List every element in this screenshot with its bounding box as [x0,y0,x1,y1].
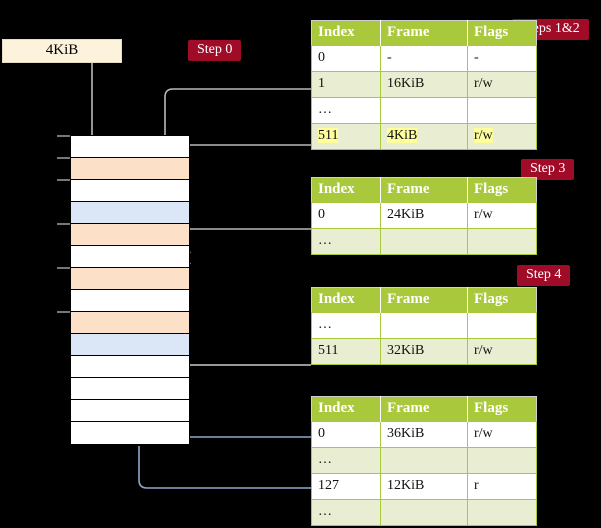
table-row[interactable]: … [311,228,537,255]
table-cell: 0 [311,202,381,229]
badge-step-4-label: Step 4 [526,267,562,282]
table-header-flags: Flags [467,20,537,46]
memory-frame-tick [57,311,70,313]
memory-frame-row [71,334,189,356]
virtual-page-label: 4KiB [45,42,79,58]
table-cell: 24KiB [380,202,468,229]
table-header-index: Index [311,396,381,422]
table-row[interactable]: … [311,97,537,124]
memory-frame-row [71,290,189,312]
table-cell: r/w [467,338,537,365]
table-cell: 511 [311,338,381,365]
table-cell [380,228,468,255]
table-cell: - [380,45,468,72]
memory-frame-tick [57,157,70,159]
memory-frame-tick [57,179,70,181]
badge-step-0: Step 0 [188,40,242,61]
memory-frame-row [71,378,189,400]
physical-memory-column [70,135,190,446]
table-header-flags: Flags [467,396,537,422]
memory-frame-tick [57,135,70,137]
memory-frame-row [71,312,189,334]
badge-step-4: Step 4 [517,265,571,286]
table-cell [380,312,468,339]
table-cell: 16KiB [380,71,468,98]
table-cell: … [311,447,381,474]
table-cell: … [311,228,381,255]
memory-frame-row [71,202,189,224]
table-header-frame: Frame [380,20,468,46]
memory-frame-row [71,158,189,180]
table-row[interactable]: 0-- [311,45,537,72]
table-cell: … [311,312,381,339]
memory-frame-row [71,136,189,158]
table-cell: 12KiB [380,473,468,500]
table-header-frame: Frame [380,177,468,203]
table-header-frame: Frame [380,287,468,313]
memory-frame-row [71,268,189,290]
memory-frame-row [71,246,189,268]
memory-frame-row [71,422,189,444]
table-cell: r/w [467,123,537,150]
table-cell: r [467,473,537,500]
table-cell [467,499,537,526]
badge-step-3-label: Step 3 [530,161,566,176]
badge-step-3: Step 3 [521,159,575,180]
table-header-index: Index [311,20,381,46]
table-cell [380,97,468,124]
table-cell: 0 [311,421,381,448]
table-cell [380,447,468,474]
table-cell: … [311,97,381,124]
table-row[interactable]: … [311,499,537,526]
table-cell [467,312,537,339]
table-row[interactable]: … [311,312,537,339]
table-cell [380,499,468,526]
memory-frame-row [71,356,189,378]
memory-frame-tick [57,267,70,269]
table-cell: 36KiB [380,421,468,448]
table-cell: - [467,45,537,72]
table-cell: r/w [467,71,537,98]
memory-frame-row [71,180,189,202]
table-cell [467,97,537,124]
badge-step-0-label: Step 0 [197,42,233,57]
virtual-page-box: 4KiB [2,39,122,63]
table-cell: r/w [467,421,537,448]
table-cell [467,228,537,255]
table-cell: 1 [311,71,381,98]
memory-frame-tick [57,223,70,225]
table-header-flags: Flags [467,287,537,313]
table-cell: 4KiB [380,123,468,150]
table-cell: r/w [467,202,537,229]
table-cell: 511 [311,123,381,150]
table-cell: … [311,499,381,526]
table-cell: 32KiB [380,338,468,365]
table-header-frame: Frame [380,396,468,422]
table-row[interactable]: … [311,447,537,474]
memory-frame-row [71,224,189,246]
table-cell: 127 [311,473,381,500]
table-cell: 0 [311,45,381,72]
table-header-index: Index [311,177,381,203]
memory-frame-row [71,400,189,422]
table-header-index: Index [311,287,381,313]
table-cell [467,447,537,474]
table-header-flags: Flags [467,177,537,203]
